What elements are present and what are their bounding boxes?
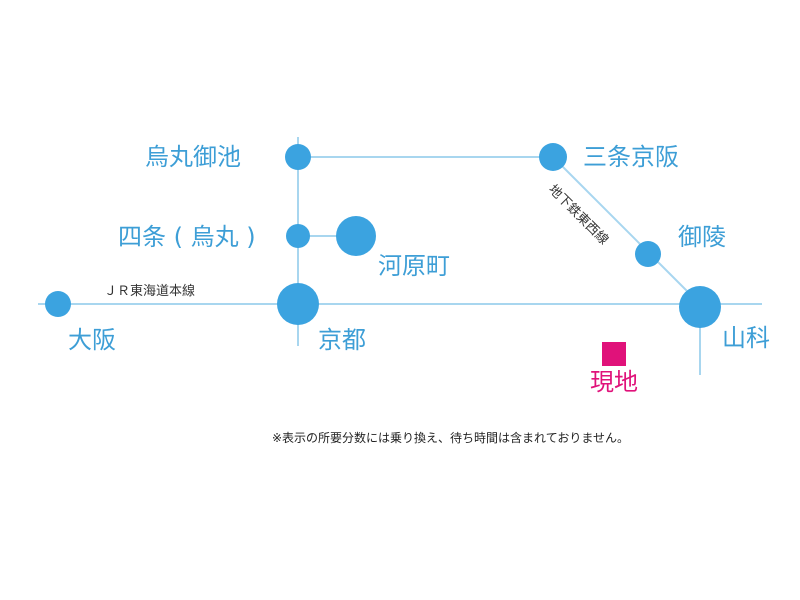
label-sanjo-keihan: 三条京阪 — [583, 143, 679, 171]
station-osaka[interactable] — [45, 291, 71, 317]
footnote: ※表示の所要分数には乗り換え、待ち時間は含まれておりません。 — [272, 431, 629, 445]
station-karasuma-oike[interactable] — [285, 144, 311, 170]
label-yamashina: 山科 — [722, 324, 770, 352]
label-shijo-karasuma: 四条 ( 烏丸 ) — [118, 223, 256, 251]
subway-tozai-line — [552, 156, 701, 305]
label-kyoto: 京都 — [318, 326, 366, 354]
subway-tozai-label: 地下鉄東西線 — [545, 182, 611, 248]
station-yamashina[interactable] — [679, 286, 721, 328]
site-marker-icon — [602, 342, 626, 366]
station-sanjo-keihan[interactable] — [539, 143, 567, 171]
label-osaka: 大阪 — [68, 326, 116, 354]
label-kawaramachi: 河原町 — [378, 252, 450, 280]
label-jr-tokaido-line: ＪＲ東海道本線 — [104, 284, 196, 299]
station-misasagi[interactable] — [635, 241, 661, 267]
label-misasagi: 御陵 — [678, 223, 726, 251]
station-shijo-karasuma[interactable] — [286, 224, 310, 248]
label-site: 現地 — [590, 368, 638, 396]
label-karasuma-oike: 烏丸御池 — [145, 143, 241, 171]
station-kyoto[interactable] — [277, 283, 319, 325]
stations — [45, 143, 721, 328]
station-kawaramachi[interactable] — [336, 216, 376, 256]
